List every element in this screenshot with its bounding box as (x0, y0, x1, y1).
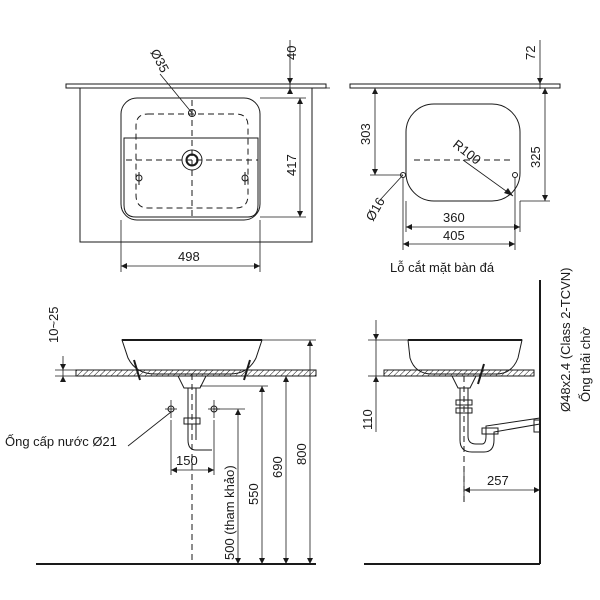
top-view: Ø35 40 417 498 (65, 40, 330, 272)
dim-edge-side-label: 72 (523, 46, 538, 60)
dim-360-label: 360 (443, 210, 465, 225)
dim-257-label: 257 (487, 473, 509, 488)
dim-690-label: 690 (270, 456, 285, 478)
countertop-edge-side (349, 83, 561, 89)
dim-150-label: 150 (176, 453, 198, 468)
radius-leader (462, 159, 514, 197)
countertop-top-edge (65, 83, 327, 89)
drain-inner-icon (185, 153, 199, 167)
basin-side-profile (407, 339, 523, 375)
dim-width-label: 498 (178, 249, 200, 264)
pipe-spec-label: Ø48x2.4 (Class 2-TCVN) (558, 268, 573, 412)
dim-depth-label: 417 (284, 154, 299, 176)
dim-500-label: 500 (tham khảo) (222, 465, 237, 560)
dim-325-label: 325 (528, 146, 543, 168)
dim-550-label: 550 (246, 483, 261, 505)
basin-outer (120, 97, 261, 221)
basin-rim (123, 137, 259, 218)
cutout-caption: Lỗ cắt mặt bàn đá (390, 260, 495, 275)
drain-outer-icon (181, 149, 203, 171)
p-trap-pipe (459, 388, 541, 453)
dim-405-label: 405 (443, 228, 465, 243)
countertop-side-section (383, 369, 535, 377)
dim-edge-label: 40 (284, 46, 299, 60)
dim-800-label: 800 (294, 443, 309, 465)
countertop-section (75, 369, 317, 377)
basin-front-profile (121, 339, 263, 375)
dim-hole-label: Ø35 (147, 46, 172, 75)
dim-110-label: 110 (360, 409, 375, 430)
cutout-outline (405, 103, 521, 202)
tap-hole-icon (188, 109, 196, 117)
dim-anchor-label: Ø16 (363, 195, 388, 224)
supply-label: Ống cấp nước Ø21 (5, 434, 117, 449)
bowl-dashed-outline (135, 113, 249, 209)
countertop-outline (79, 87, 313, 243)
drain-fitting (177, 375, 207, 389)
dim-thickness-label: 10~25 (46, 306, 61, 343)
side-elevation: 110 257 Ø48x2.4 (Class 2-TCVN) Ống thải … (360, 268, 593, 565)
dim-303-label: 303 (358, 123, 373, 145)
anchor-hole-right-icon (512, 172, 518, 178)
cutout-view: 72 R100 Ø16 303 325 360 (349, 40, 561, 275)
drain-pipe-label: Ống thải chờ (578, 327, 593, 402)
front-elevation: 10~25 Ống cấp nước Ø21 150 500 (tham khả… (5, 306, 317, 565)
